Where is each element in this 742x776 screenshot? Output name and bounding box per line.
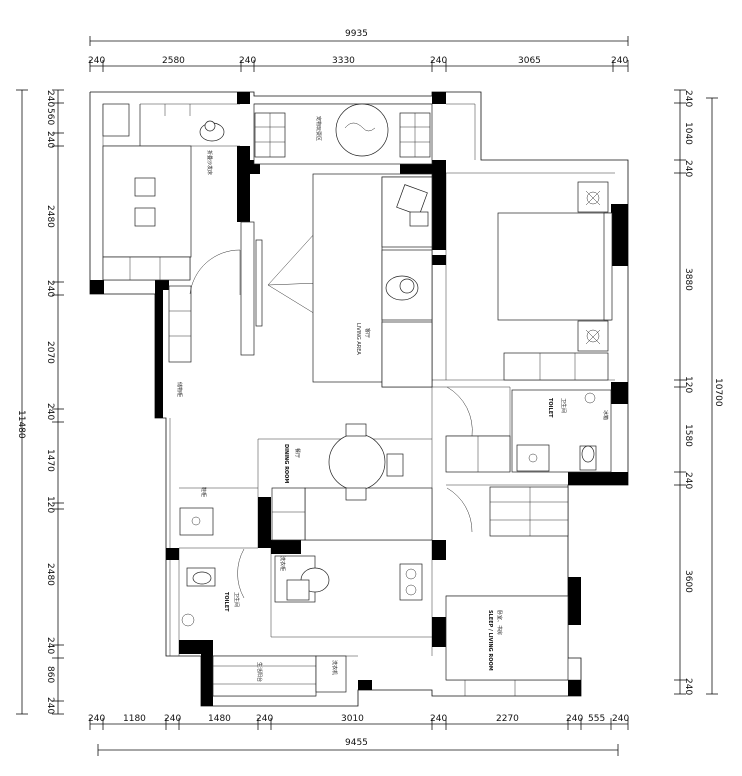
right-total-dim: 10700 bbox=[713, 378, 723, 407]
bottom-seg-5: 240 bbox=[256, 714, 273, 724]
top-seg-6: 3065 bbox=[518, 56, 541, 66]
label-bedroom-en: SLEEP / LIVING ROOM bbox=[487, 610, 493, 671]
top-seg-2: 2580 bbox=[162, 56, 185, 66]
label-bedroom-cn: 卧室、书房 bbox=[496, 610, 503, 635]
room-labels: 折叠沙发床 宠物玩耍区 客厅 LIVING AREA 储物柜 餐厅 DINING… bbox=[176, 116, 609, 682]
right-seg-2: 1040 bbox=[683, 122, 693, 145]
label-washer: 洗衣机 bbox=[331, 660, 338, 675]
furniture bbox=[102, 103, 613, 697]
label-living-cn: 客厅 bbox=[364, 328, 371, 338]
label-dining-cn: 餐厅 bbox=[294, 448, 301, 458]
left-seg-10: 2480 bbox=[45, 563, 55, 586]
label-balcony: 生活阳台 bbox=[256, 662, 263, 682]
label-shoe: 鞋柜 bbox=[200, 487, 207, 497]
left-seg-4: 2480 bbox=[45, 205, 55, 228]
left-seg-8: 1470 bbox=[45, 449, 55, 472]
right-seg-4: 3880 bbox=[683, 268, 693, 291]
left-seg-12: 860 bbox=[45, 666, 55, 683]
bottom-seg-6: 3010 bbox=[341, 714, 364, 724]
label-toilet2-en: TOILET bbox=[223, 592, 229, 612]
right-seg-3: 240 bbox=[683, 160, 693, 177]
label-kitchen-side: 洗衣柜 bbox=[279, 556, 286, 571]
right-seg-6: 1580 bbox=[683, 424, 693, 447]
left-seg-5: 240 bbox=[45, 280, 55, 297]
bottom-seg-4: 1480 bbox=[208, 714, 231, 724]
left-dimension: 11480 240 560 240 2480 240 2070 240 1470… bbox=[16, 89, 64, 714]
label-toilet1-cn: 卫生间 bbox=[560, 398, 567, 413]
label-fridge: 冰箱 bbox=[602, 410, 609, 420]
top-dimension: 9935 240 2580 240 3330 240 3065 240 bbox=[88, 29, 628, 72]
label-toilet1-en: TOILET bbox=[547, 398, 553, 418]
top-seg-3: 240 bbox=[239, 56, 256, 66]
left-seg-9: 120 bbox=[45, 496, 55, 513]
left-seg-2: 560 bbox=[45, 108, 55, 125]
top-seg-4: 3330 bbox=[332, 56, 355, 66]
left-seg-11: 240 bbox=[45, 637, 55, 654]
label-study: 折叠沙发床 bbox=[206, 150, 213, 175]
top-seg-1: 240 bbox=[88, 56, 105, 66]
bottom-dimension: 240 1180 240 1480 240 3010 240 2270 240 … bbox=[88, 714, 629, 756]
left-total-dim: 11480 bbox=[16, 410, 26, 439]
right-seg-1: 240 bbox=[683, 90, 693, 107]
bottom-seg-9: 240 bbox=[566, 714, 583, 724]
left-seg-7: 240 bbox=[45, 403, 55, 420]
bottom-seg-3: 240 bbox=[164, 714, 181, 724]
bottom-seg-11: 240 bbox=[612, 714, 629, 724]
right-seg-5: 120 bbox=[683, 376, 693, 393]
top-seg-5: 240 bbox=[430, 56, 447, 66]
label-leisure: 宠物玩耍区 bbox=[315, 116, 322, 141]
right-seg-9: 240 bbox=[683, 678, 693, 695]
left-seg-13: 240 bbox=[45, 697, 55, 714]
bottom-seg-1: 240 bbox=[88, 714, 105, 724]
top-total-dim: 9935 bbox=[345, 29, 368, 39]
right-dimension: 10700 240 1040 240 3880 120 1580 240 360… bbox=[674, 89, 723, 695]
label-dining-en: DINING ROOM bbox=[283, 444, 289, 483]
bottom-seg-2: 1180 bbox=[123, 714, 146, 724]
label-storage: 储物柜 bbox=[176, 382, 183, 397]
top-seg-7: 240 bbox=[611, 56, 628, 66]
right-seg-8: 3600 bbox=[683, 570, 693, 593]
bottom-seg-7: 240 bbox=[430, 714, 447, 724]
bottom-total-dim: 9455 bbox=[345, 738, 368, 748]
label-toilet2-cn: 卫生间 bbox=[233, 592, 240, 607]
bottom-seg-10: 555 bbox=[588, 714, 605, 724]
left-seg-6: 2070 bbox=[45, 341, 55, 364]
left-seg-1: 240 bbox=[45, 90, 55, 107]
walls-solid bbox=[90, 92, 628, 706]
right-seg-7: 240 bbox=[683, 472, 693, 489]
bottom-seg-8: 2270 bbox=[496, 714, 519, 724]
label-living-en: LIVING AREA bbox=[355, 323, 361, 355]
left-seg-3: 240 bbox=[45, 131, 55, 148]
